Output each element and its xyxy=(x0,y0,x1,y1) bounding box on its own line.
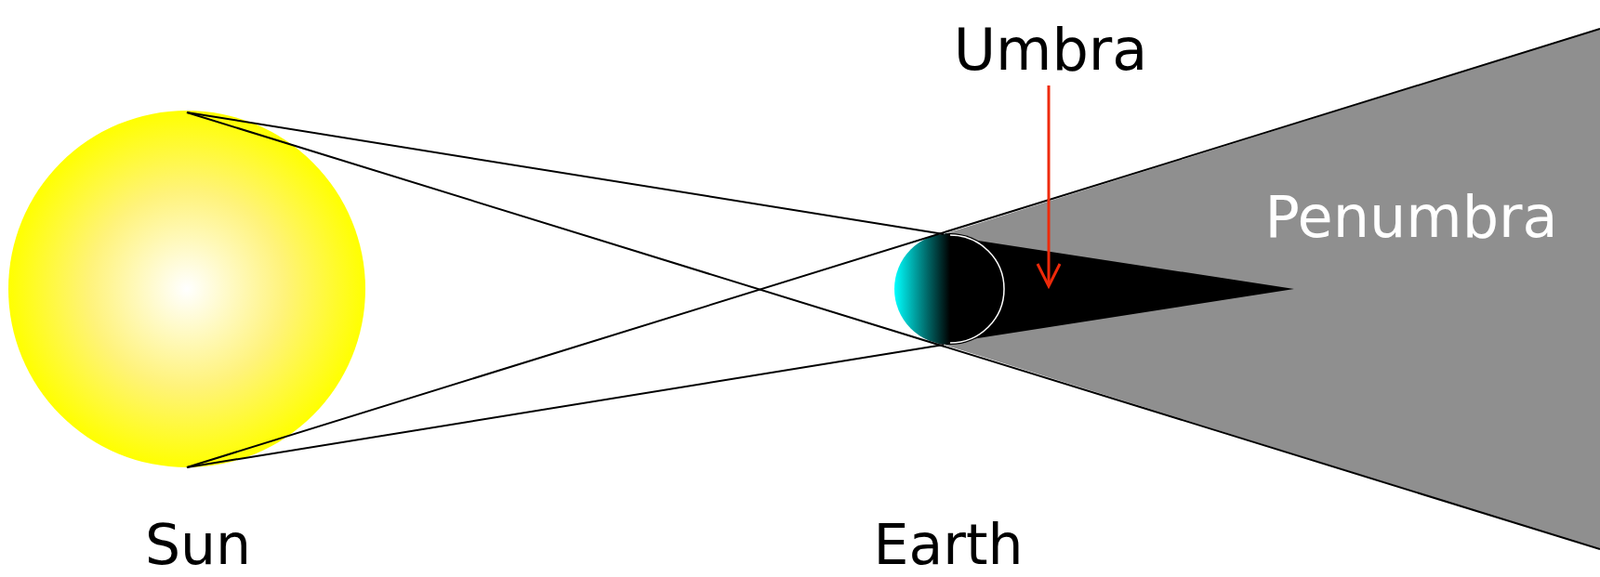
earth-terminator xyxy=(950,235,1005,344)
penumbra-label: Penumbra xyxy=(1264,188,1558,247)
earth-disc xyxy=(894,233,1006,345)
light-rays xyxy=(186,28,1600,550)
penumbra-region xyxy=(943,28,1600,550)
umbra-label: Umbra xyxy=(953,21,1149,80)
sun-disc xyxy=(8,110,366,468)
pointer-arrow xyxy=(1037,85,1060,287)
sun-label: Sun xyxy=(145,516,252,573)
earth-label: Earth xyxy=(873,516,1024,573)
